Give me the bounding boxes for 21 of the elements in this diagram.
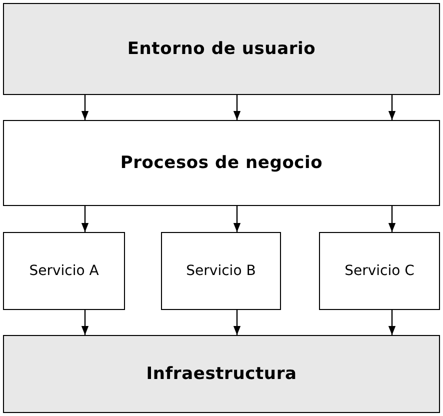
process-box: [161, 232, 281, 310]
process-box: [3, 120, 440, 206]
box-label: Procesos de negocio: [120, 153, 323, 173]
box-label: Infraestructura: [146, 364, 297, 384]
arrow: [388, 310, 396, 335]
arrow: [388, 206, 396, 232]
process-box: [3, 335, 440, 413]
arrow: [81, 95, 89, 120]
process-box: [3, 3, 440, 95]
arrow: [388, 95, 396, 120]
arrow: [81, 310, 89, 335]
box-label: Servicio C: [344, 263, 414, 279]
arrow: [233, 95, 241, 120]
arrow: [233, 310, 241, 335]
box-label: Entorno de usuario: [127, 39, 316, 59]
process-box: [3, 232, 125, 310]
box-label: Servicio B: [186, 263, 256, 279]
process-box: [319, 232, 440, 310]
arrow: [233, 206, 241, 232]
box-label: Servicio A: [29, 263, 99, 279]
arrow: [81, 206, 89, 232]
